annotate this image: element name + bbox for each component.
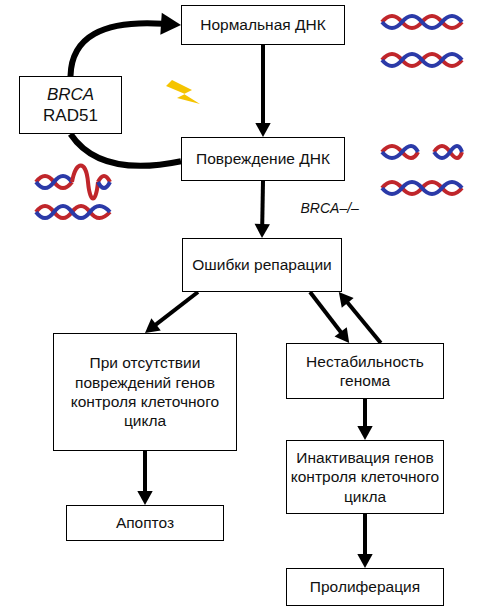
arrow-line (346, 301, 380, 343)
process-box: BRCARAD51 (19, 76, 122, 134)
arrow-head (357, 426, 372, 440)
process-box: Повреждение ДНК (181, 137, 345, 181)
process-box: При отсутствии повреждений генов контрол… (53, 333, 237, 451)
arrow-line (363, 514, 367, 556)
arrow-head (255, 123, 270, 137)
edge-label: BRCA–/– (301, 200, 359, 216)
box-text: Инактивация генов контроля клеточного ци… (287, 448, 443, 506)
process-box: Пролиферация (286, 568, 444, 606)
process-box: Нормальная ДНК (181, 5, 345, 45)
arrow-connector (71, 13, 182, 76)
arrow-head (339, 292, 354, 308)
arrow-line (71, 134, 182, 166)
arrow-head (137, 491, 152, 505)
box-text: Пролиферация (310, 577, 420, 596)
arrow-line (363, 399, 367, 428)
arrow-line (310, 292, 342, 333)
arrow-connector (71, 134, 182, 166)
box-text: Повреждение ДНК (196, 149, 330, 168)
box-text: При отсутствии повреждений генов контрол… (68, 353, 222, 431)
arrow-line (260, 181, 265, 226)
arrow-line (71, 23, 164, 76)
lightning-bolt (166, 80, 200, 104)
arrow-head (255, 224, 270, 238)
arrow-connector (145, 292, 198, 333)
arrow-connector (357, 514, 372, 568)
dna-helix (382, 16, 462, 66)
arrow-line (143, 451, 147, 493)
arrow-connector (137, 451, 152, 505)
arrow-connector (255, 45, 270, 137)
process-box: Инактивация генов контроля клеточного ци… (286, 440, 444, 514)
box-text: Ошибки репарации (192, 255, 331, 274)
arrow-head (357, 554, 372, 568)
arrow-head (335, 327, 350, 343)
repair-dna-helix (36, 166, 110, 219)
arrow-line (154, 292, 198, 326)
arrow-line (261, 45, 265, 125)
box-text: BRCA (47, 84, 94, 105)
box-text: Нормальная ДНК (200, 15, 325, 34)
damaged-dna-helix (382, 146, 462, 194)
box-text: RAD51 (43, 105, 98, 126)
arrow-connector (357, 399, 372, 440)
process-box: Ошибки репарации (182, 238, 342, 292)
box-text: Нестабильность генома (287, 352, 443, 391)
process-box: Апоптоз (66, 505, 224, 541)
process-box: Нестабильность генома (286, 343, 444, 399)
arrow-head (160, 13, 181, 35)
arrow-connector (339, 292, 381, 343)
box-text: Апоптоз (116, 513, 174, 532)
arrow-connector (255, 181, 270, 238)
arrow-head (145, 318, 161, 333)
